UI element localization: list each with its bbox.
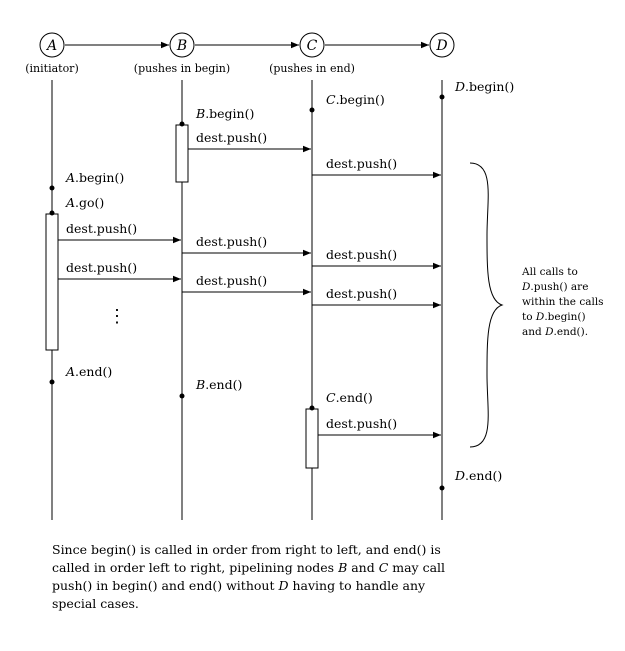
- node-b-subtitle: (pushes in begin): [134, 62, 230, 75]
- label-c-end: C.end(): [326, 390, 373, 405]
- push-label-b-c-3: dest.push(): [196, 273, 267, 288]
- brace-note-line4: to D.begin(): [522, 311, 586, 323]
- dot-b-end: [179, 393, 185, 399]
- push-label-c-d-2: dest.push(): [326, 247, 397, 262]
- label-a-end: A.end(): [65, 364, 112, 379]
- brace-note-line1: All calls to: [521, 266, 578, 278]
- dot-a-end: [49, 379, 55, 385]
- dot-b-begin: [179, 121, 185, 127]
- node-b-label: B: [176, 38, 187, 54]
- label-b-end: B.end(): [195, 377, 242, 392]
- caption-text: Since begin() is called in order from ri…: [52, 542, 446, 611]
- label-a-begin: A.begin(): [65, 170, 124, 185]
- node-a-circle: [39, 32, 65, 58]
- push-label-a-b-1: dest.push(): [66, 221, 137, 236]
- node-c-subtitle: (pushes in end): [269, 62, 355, 75]
- caption: Since begin() is called in order from ri…: [52, 541, 472, 613]
- activation-b-begin: [175, 124, 189, 183]
- label-c-begin: C.begin(): [326, 92, 385, 107]
- dot-a-go: [49, 210, 55, 216]
- brace-note-line5: and D.end().: [522, 326, 588, 338]
- push-label-c-d-3: dest.push(): [326, 286, 397, 301]
- node-d-label: D: [435, 38, 447, 54]
- push-label-c-d-4: dest.push(): [326, 416, 397, 431]
- node-a-subtitle: (initiator): [25, 62, 79, 75]
- node-c-label: C: [307, 38, 318, 54]
- label-a-go: A.go(): [65, 195, 104, 210]
- label-b-begin: B.begin(): [195, 106, 254, 121]
- dot-d-end: [439, 485, 445, 491]
- dot-c-begin: [309, 107, 315, 113]
- node-a-label: A: [45, 38, 57, 54]
- dot-a-begin: [49, 185, 55, 191]
- node-b-circle: [169, 32, 195, 58]
- push-label-c-d-1: dest.push(): [326, 156, 397, 171]
- ellipsis: ⋮: [108, 306, 126, 327]
- label-d-end: D.end(): [454, 468, 502, 483]
- dot-d-begin: [439, 94, 445, 100]
- sequence-diagram: A B C D (initiator) (pushes in begin) (p…: [25, 32, 604, 520]
- brace-note: All calls to D.push() are within the cal…: [521, 266, 604, 338]
- brace-note-line2: D.push() are: [521, 281, 588, 293]
- brace-note-line3: within the calls: [522, 296, 604, 308]
- node-d-circle: [429, 32, 455, 58]
- push-label-b-c-1: dest.push(): [196, 130, 267, 145]
- push-label-b-c-2: dest.push(): [196, 234, 267, 249]
- activation-a-go: [45, 213, 59, 351]
- dot-c-end: [309, 405, 315, 411]
- right-brace: [469, 162, 504, 448]
- activation-c-end: [305, 408, 319, 469]
- label-d-begin: D.begin(): [454, 79, 514, 94]
- node-c-circle: [299, 32, 325, 58]
- push-label-a-b-2: dest.push(): [66, 260, 137, 275]
